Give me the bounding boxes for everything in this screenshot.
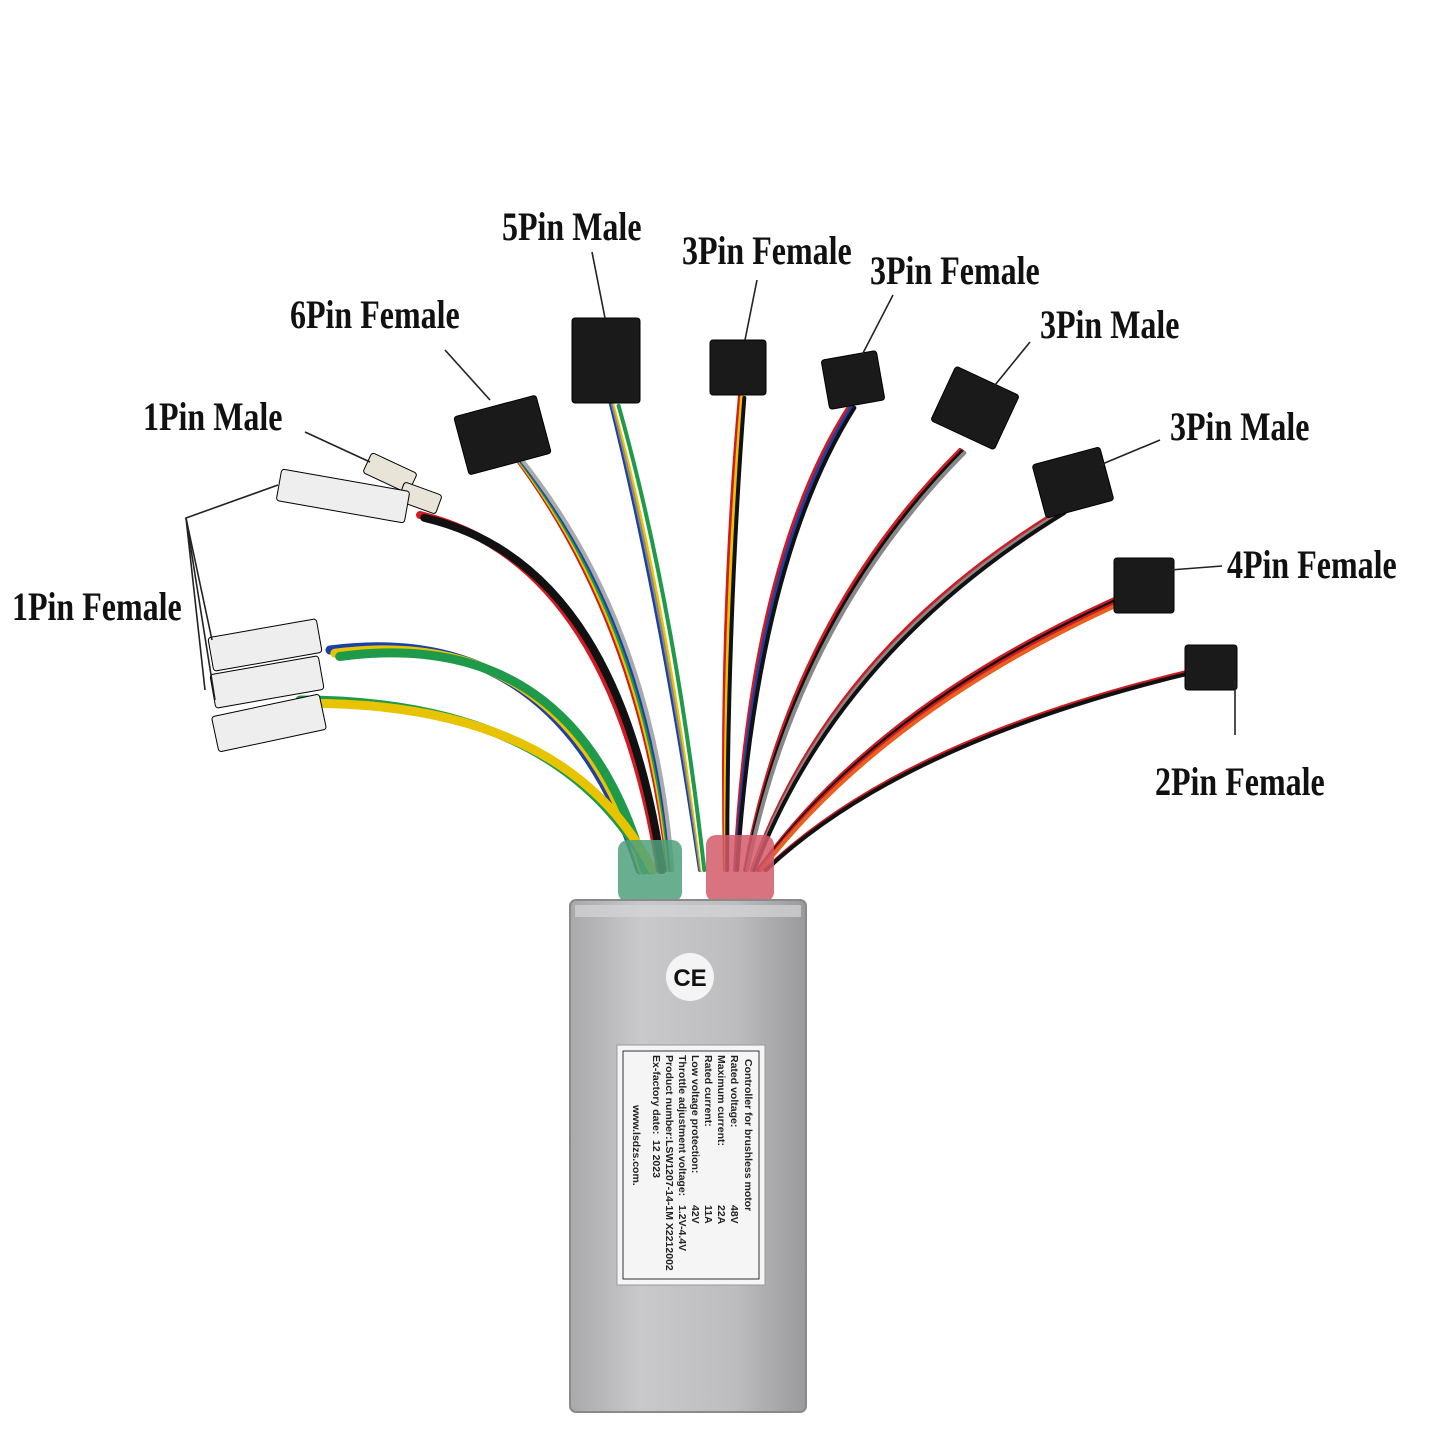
- connector-5pin-male: [571, 317, 641, 404]
- spec-row-label: Ex-factory date:: [650, 1055, 662, 1134]
- spec-row-label: Rated current:: [702, 1055, 714, 1127]
- wire: [733, 403, 852, 872]
- label-6pin-female: 6Pin Female: [290, 293, 460, 337]
- label-3pin-female-2: 3Pin Female: [870, 249, 1040, 293]
- wire: [335, 648, 650, 875]
- ce-mark: CE: [673, 965, 706, 992]
- label-3pin-female-1: 3Pin Female: [682, 229, 852, 273]
- wire: [616, 403, 707, 872]
- wire: [516, 453, 675, 872]
- label-3pin-male-2: 3Pin Male: [1170, 405, 1310, 449]
- wire: [763, 668, 1197, 872]
- label-1pin-female: 1Pin Female: [12, 585, 182, 629]
- label-3pin-male-1: 3Pin Male: [1040, 303, 1180, 347]
- connector-1pin-female-1: [276, 468, 410, 524]
- spec-row-value: 1.2V-4.4V: [676, 1205, 688, 1251]
- wire: [759, 592, 1144, 872]
- connector-3pin-female-1: [709, 339, 767, 396]
- wire: [752, 510, 1067, 872]
- wire: [300, 698, 657, 875]
- wire: [725, 395, 747, 872]
- label-4pin-female: 4Pin Female: [1227, 543, 1397, 587]
- wire: [735, 405, 857, 872]
- wire: [745, 450, 967, 872]
- connector-1pin-female-2: [207, 618, 323, 672]
- connector-2pin-female: [1184, 644, 1238, 691]
- spec-row-value: 12 2023: [650, 1140, 662, 1178]
- spec-row-value: LSW1207-14-1M X2212002: [663, 1140, 675, 1271]
- wire: [764, 669, 1200, 872]
- connectors: [207, 317, 1238, 752]
- label-2pin-female: 2Pin Female: [1155, 760, 1325, 804]
- connector-3pin-male-1: [931, 366, 1019, 450]
- connector-3pin-female-2: [821, 350, 885, 410]
- connector-3pin-male-2: [1032, 447, 1114, 518]
- spec-row-label: Product number:: [663, 1055, 675, 1140]
- spec-row-value: 11A: [702, 1205, 714, 1224]
- connector-1pin-female-4: [211, 694, 327, 752]
- label-5pin-male: 5Pin Male: [502, 205, 642, 249]
- connector-1pin-male-1: [363, 452, 417, 494]
- spec-row-value: 22A: [715, 1205, 727, 1225]
- connector-4pin-female: [1113, 557, 1175, 614]
- spec-row-value: 42V: [689, 1205, 701, 1224]
- wire-harness: [295, 393, 1200, 875]
- connector-1pin-female-3: [209, 655, 325, 709]
- label-1pin-male: 1Pin Male: [143, 395, 283, 439]
- spec-row-label: Throttle adjustment voltage:: [676, 1055, 688, 1196]
- connector-6pin-female: [453, 395, 552, 475]
- wire: [420, 513, 667, 874]
- right-cable-sleeve: [706, 835, 774, 902]
- ce-sticker: [666, 953, 714, 1001]
- spec-website: www.lsdzs.com.: [630, 1104, 642, 1186]
- controller-box: CE Controller for brushless motor Rated …: [569, 899, 807, 1413]
- spec-row-label: Rated voltage:: [728, 1055, 740, 1127]
- spec-row-label: Low voltage protection:: [689, 1055, 701, 1173]
- spec-row-label: Maximum current:: [715, 1055, 727, 1146]
- wire: [734, 404, 855, 872]
- spec-label: Controller for brushless motor Rated vol…: [616, 1044, 766, 1286]
- leader-lines: [185, 251, 1236, 735]
- spec-title: Controller for brushless motor: [742, 1059, 754, 1211]
- left-cable-sleeve: [618, 840, 682, 902]
- spec-row-value: 48V: [728, 1205, 740, 1224]
